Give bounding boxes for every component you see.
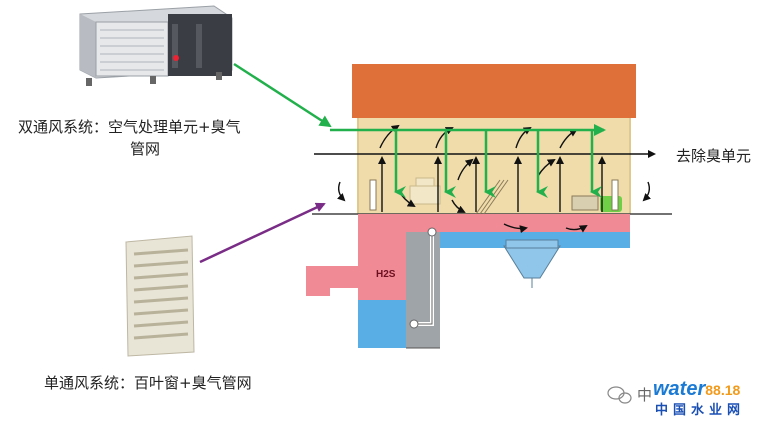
- dual-system-label-line1: 双通风系统：空气处理单元+臭气: [18, 118, 241, 136]
- watermark-brand-cn: 中国水业网: [655, 402, 746, 417]
- wechat-logo: [607, 386, 632, 404]
- roof: [352, 64, 636, 118]
- h2s-label: H2S: [376, 269, 396, 280]
- watermark-brand: water88.18: [653, 378, 740, 401]
- watermark-brand-num: 88.18: [705, 382, 741, 398]
- channel-system: [306, 214, 630, 349]
- airflow-arrows: [314, 124, 656, 234]
- purple-louver-arrow: [199, 202, 326, 264]
- air-handling-unit-image: [79, 5, 233, 86]
- watermark-brand-water: water: [653, 378, 706, 400]
- louver-image: [125, 235, 195, 357]
- single-system-label: 单通风系统：百叶窗+臭气管网: [44, 374, 252, 392]
- watermark-wechat-text: 中: [637, 387, 653, 404]
- odor-removal-unit-label: 去除臭单元: [676, 147, 752, 165]
- dual-system-label-line2: 管网: [130, 140, 161, 158]
- green-supply-arrows: [233, 62, 606, 198]
